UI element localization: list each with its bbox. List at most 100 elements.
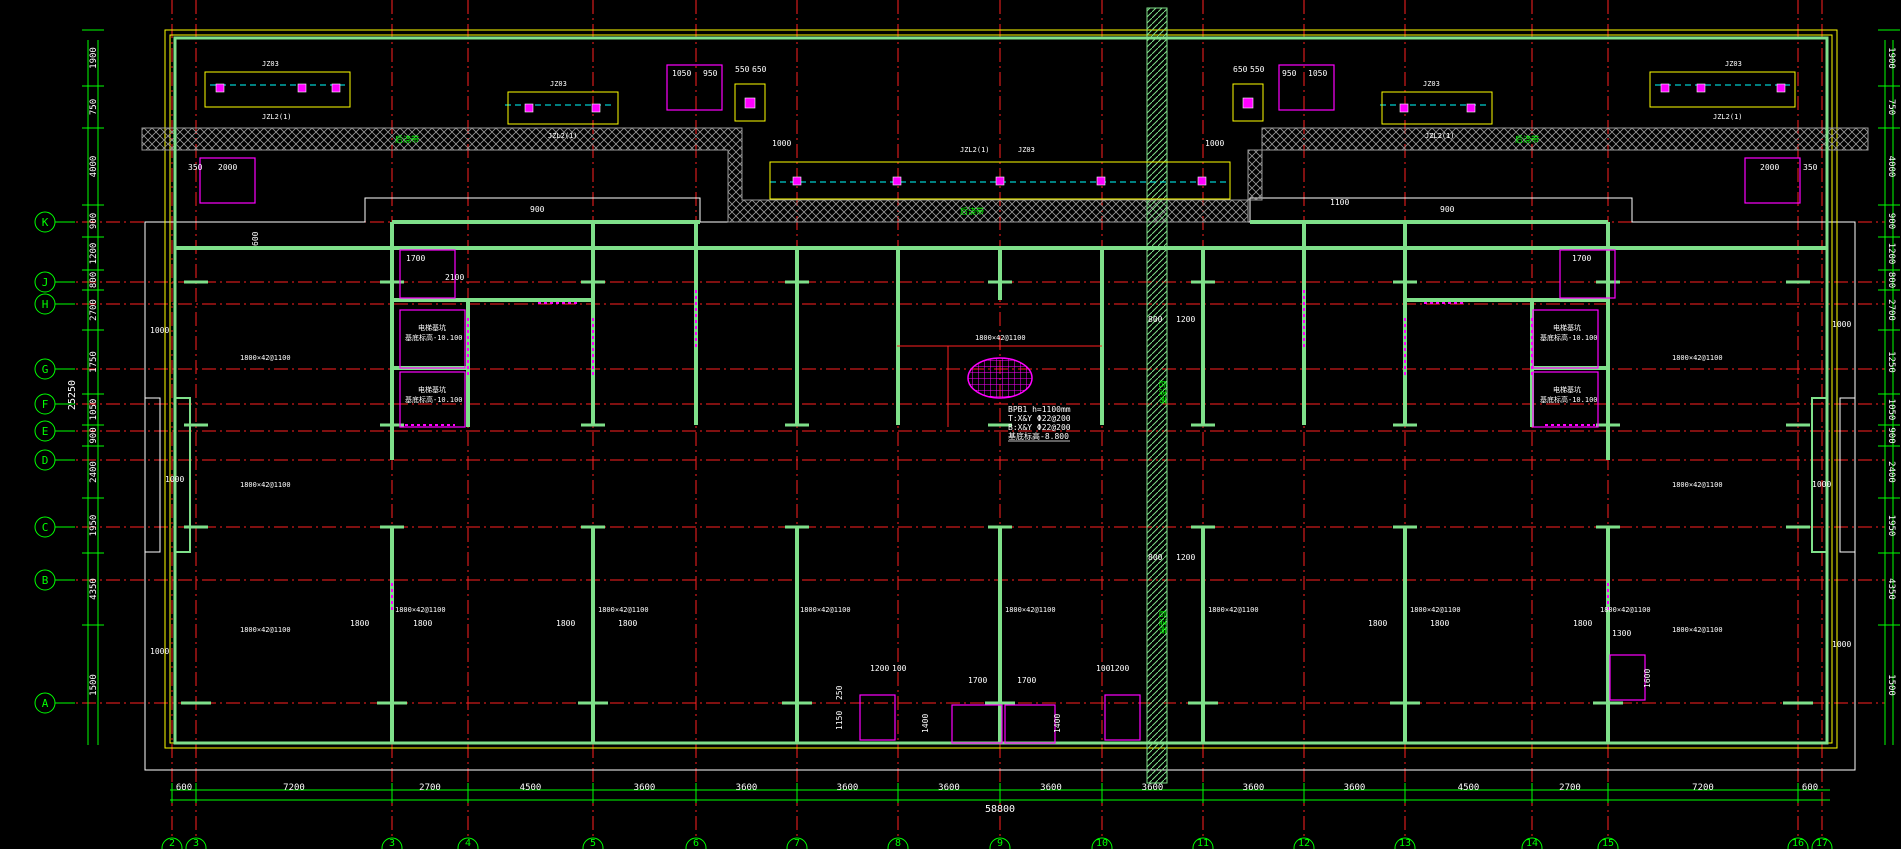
col-bubble [381, 837, 403, 849]
slab-ref-7: 1800×42@1100 [1672, 626, 1723, 634]
sump-note-2: T:X&Y Φ22@200 [1008, 414, 1071, 423]
col-bubble-label: 7 [794, 838, 800, 849]
row-bubble-label: K [42, 216, 49, 229]
dim-1150-a: 1150 [835, 711, 844, 730]
zone-ref2-3: JZ03 [1018, 146, 1035, 154]
dim-350-a: 350 [188, 163, 203, 172]
strip-label-5: 后浇带 [1158, 610, 1168, 634]
slab-references: 1800×42@1100 1800×42@1100 1800×42@1100 1… [240, 334, 1723, 634]
col-bubble [1394, 837, 1416, 849]
left-dim-text: 4000 [89, 156, 99, 178]
slab-ref-13: 1800×42@1100 [1410, 606, 1461, 614]
left-dimensions: 1900750400090012008002700175010509002400… [82, 29, 104, 696]
col-bubble [1192, 837, 1214, 849]
shaft-elev-2: 基底标高-10.100 [405, 395, 463, 404]
slab-ref-2: 1800×42@1100 [240, 481, 291, 489]
dim-1700-b: 1700 [1572, 254, 1591, 263]
dim-1050-a: 1050 [672, 69, 691, 78]
dim-2000-a: 2000 [218, 163, 237, 172]
col-bubble-label: 14 [1526, 838, 1538, 849]
row-bubble-label: A [42, 697, 49, 710]
post-pour-strip-hatch [141, 127, 1869, 223]
col-bubble [989, 837, 1011, 849]
dim-1200-b: 1200 [1176, 553, 1195, 562]
dim-1100-a: 1100 [1330, 198, 1349, 207]
zone-ref-5: JZL2(1) [1713, 113, 1743, 121]
dim-1000-e: 1000 [150, 647, 169, 656]
dim-1000-f: 1000 [1832, 320, 1851, 329]
col-bubble-label: 8 [895, 838, 901, 849]
dim-250-a: 250 [835, 685, 844, 700]
col-bubble-label: 17 [1816, 838, 1828, 849]
shaft-elev-4: 基底标高-10.100 [1540, 395, 1598, 404]
right-dim-text: 1500 [1886, 674, 1896, 696]
shaft-label-1: 电梯基坑 [418, 323, 446, 332]
left-dim-text: 1050 [89, 399, 99, 421]
col-bubble [786, 837, 808, 849]
right-dim-text: 1050 [1886, 399, 1896, 421]
left-dim-text: 1900 [89, 47, 99, 69]
dim-650-b: 650 [1233, 65, 1248, 74]
bottom-dim-text: 3600 [1040, 783, 1062, 793]
dim-1300-a: 1300 [1612, 629, 1631, 638]
col-bubble [887, 837, 909, 849]
right-dim-text: 1250 [1886, 351, 1896, 373]
col-bubble-label: 5 [590, 838, 596, 849]
col-bubble [1521, 837, 1543, 849]
slab-ref-11: 1800×42@1100 [1005, 606, 1056, 614]
dim-100-a: 100 [892, 664, 907, 673]
slab-ref-1: 1800×42@1100 [240, 354, 291, 362]
left-dim-text: 1950 [89, 515, 99, 537]
col-bubble [685, 837, 707, 849]
slab-ref-10: 1800×42@1100 [800, 606, 851, 614]
shaft-elev-1: 基底标高-10.100 [405, 333, 463, 342]
dim-1000-b: 1000 [1205, 139, 1224, 148]
left-dim-text: 4350 [89, 578, 99, 600]
bottom-dim-text: 2700 [1559, 783, 1581, 793]
col-bubble [1293, 837, 1315, 849]
dim-1400-a: 1400 [921, 714, 930, 733]
slab-ref-4: 1800×42@1100 [975, 334, 1026, 342]
sump-notes: BPB1 h=1100mm T:X&Y Φ22@200 B:X&Y Φ22@20… [1008, 405, 1071, 442]
dim-1800-a: 1800 [350, 619, 369, 628]
sump-note-4: 基底标高-8.800 [1008, 431, 1069, 441]
bottom-dim-text: 3600 [1243, 783, 1265, 793]
bottom-dim-text: 7200 [1692, 783, 1714, 793]
col-bubble [185, 837, 207, 849]
col-bubble-label: 3 [193, 838, 199, 849]
dim-950-b: 950 [1282, 69, 1297, 78]
slab-ref-8: 1800×42@1100 [395, 606, 446, 614]
total-width-label: 58800 [985, 804, 1015, 815]
col-bubble-label: 12 [1298, 838, 1310, 849]
left-total-label: 25250 [67, 380, 78, 410]
right-dim-text: 900 [1886, 213, 1896, 229]
dim-1400-b: 1400 [1053, 714, 1062, 733]
left-dim-text: 750 [89, 99, 99, 115]
right-dim-text: 2700 [1886, 299, 1896, 321]
dim-2100-a: 2100 [445, 273, 464, 282]
right-dim-text: 1950 [1886, 515, 1896, 537]
dim-950-a: 950 [703, 69, 718, 78]
col-bubble-label: 4 [465, 838, 471, 849]
strip-label-4: 后浇带 [1158, 380, 1168, 404]
right-dim-text: 1900 [1886, 47, 1896, 69]
bottom-dim-text: 3600 [634, 783, 656, 793]
strip-labels: 后浇带 后浇带 后浇带 后浇带 后浇带 [395, 134, 1539, 634]
col-bubble-label: 16 [1792, 838, 1804, 849]
col-bubble-label: 6 [693, 838, 699, 849]
dim-1200-c: 1200 [870, 664, 889, 673]
slab-ref-6: 1800×42@1100 [1672, 481, 1723, 489]
col-bubble-label: 13 [1399, 838, 1411, 849]
dim-1000-c: 1000 [150, 326, 169, 335]
shaft-label-4: 电梯基坑 [1553, 385, 1581, 394]
zone-ref2-5: JZ03 [1725, 60, 1742, 68]
bottom-dim-text: 600 [176, 783, 192, 793]
dim-1800-c: 1800 [556, 619, 575, 628]
dim-2000-b: 2000 [1760, 163, 1779, 172]
dim-1000-g: 1000 [1812, 480, 1831, 489]
zone-ref2-1: JZ03 [262, 60, 279, 68]
dim-1800-f: 1800 [1430, 619, 1449, 628]
pile-caps [204, 71, 1796, 200]
